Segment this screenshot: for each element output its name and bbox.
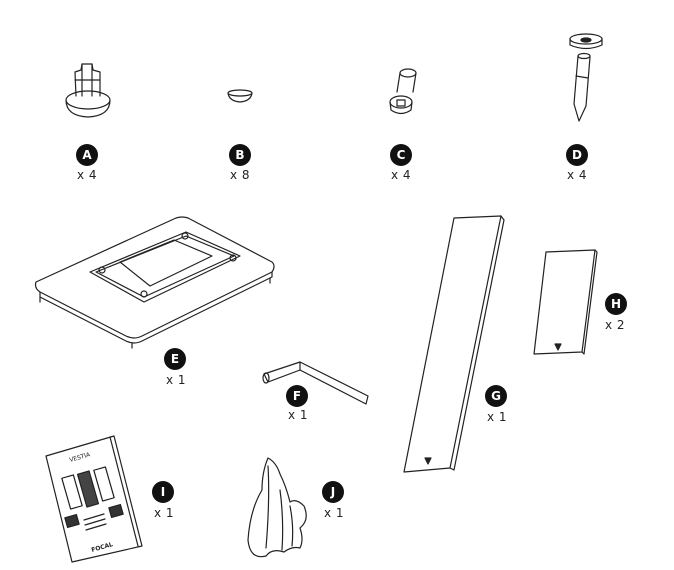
part-i-label: I <box>152 481 174 503</box>
part-j-quantity: x 1 <box>324 506 345 520</box>
part-a-quantity: x 4 <box>77 168 98 182</box>
part-a-insert-icon <box>65 63 111 118</box>
part-g-column-panel-icon <box>403 215 505 473</box>
part-c-quantity: x 4 <box>391 168 412 182</box>
part-c-screw-icon <box>389 68 417 115</box>
part-i-quantity: x 1 <box>154 506 175 520</box>
part-a-label: A <box>76 144 98 166</box>
part-f-label: F <box>286 385 308 407</box>
part-i-manual-icon <box>45 435 143 563</box>
part-b-quantity: x 8 <box>230 168 251 182</box>
part-b-pad-icon <box>227 89 253 103</box>
part-e-base-plate-icon <box>34 216 275 349</box>
part-e-label: E <box>164 348 186 370</box>
part-g-label: G <box>485 385 507 407</box>
manual-brand: FOCAL <box>91 541 114 554</box>
part-h-side-panel-icon <box>533 249 598 355</box>
part-d-quantity: x 4 <box>567 168 588 182</box>
part-b-label: B <box>229 144 251 166</box>
part-j-label: J <box>322 481 344 503</box>
manual-title: VESTIA <box>69 451 92 464</box>
part-j-cloth-icon <box>247 457 307 558</box>
part-h-label: H <box>605 293 627 315</box>
part-h-quantity: x 2 <box>605 318 626 332</box>
part-e-quantity: x 1 <box>166 373 187 387</box>
part-d-label: D <box>566 144 588 166</box>
part-c-label: C <box>390 144 412 166</box>
part-f-allen-key-icon <box>262 361 369 405</box>
part-g-quantity: x 1 <box>487 410 508 424</box>
part-f-quantity: x 1 <box>288 408 309 422</box>
part-d-spike-icon <box>569 33 603 122</box>
